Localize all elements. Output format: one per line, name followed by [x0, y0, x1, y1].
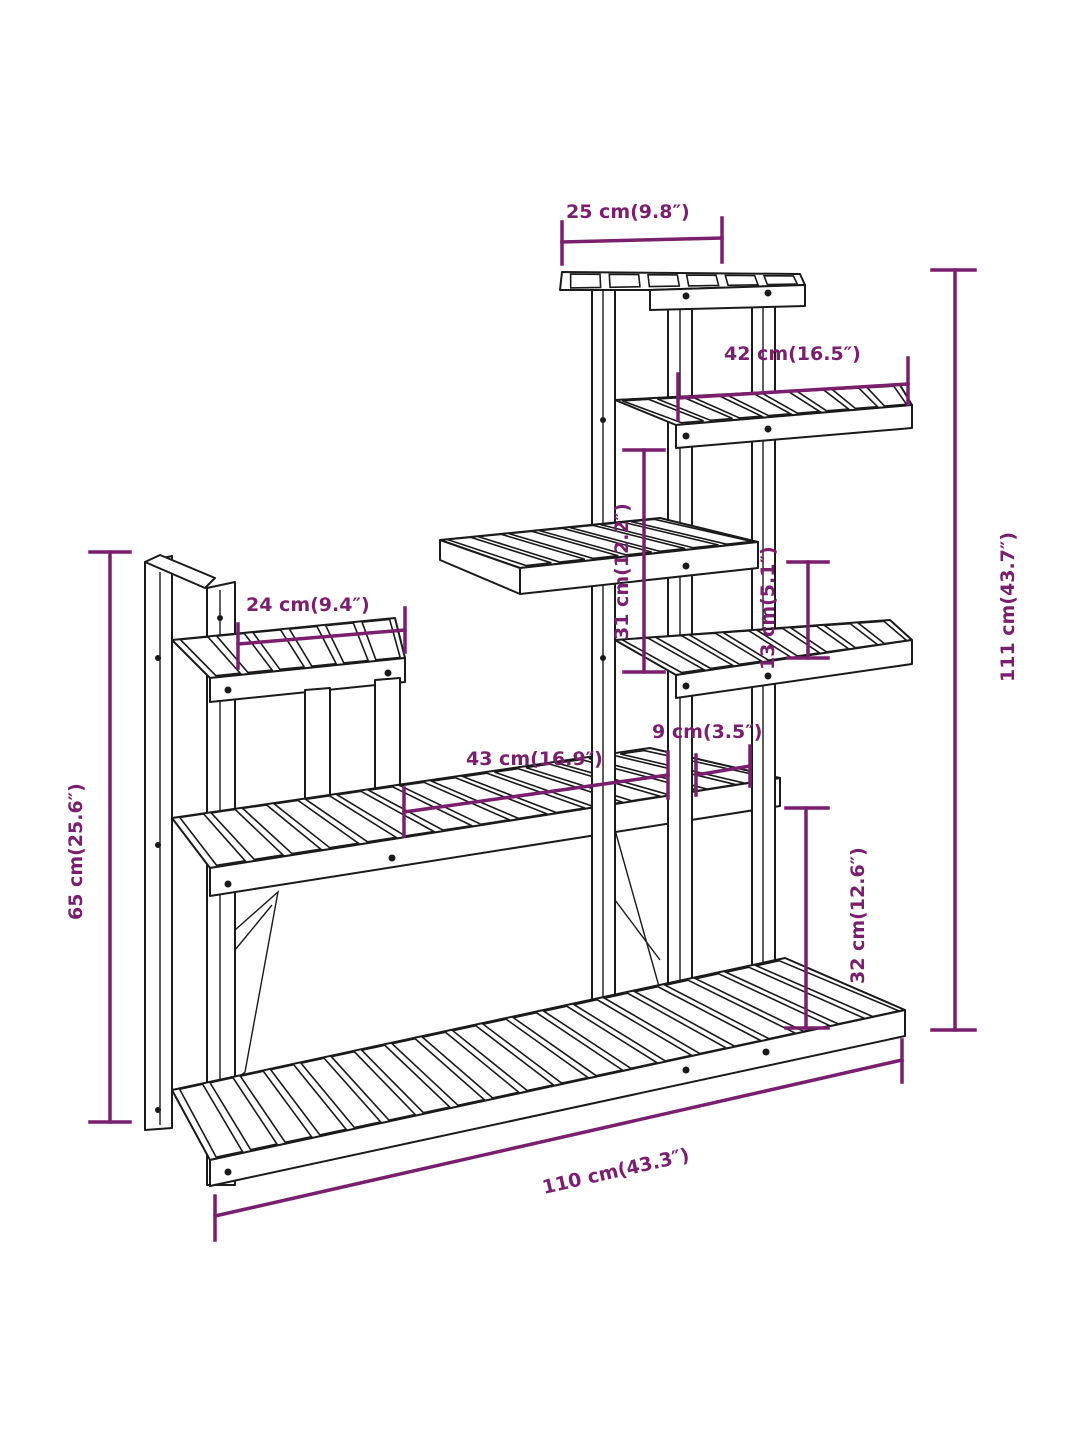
dim-upper-right-width — [676, 356, 910, 422]
shelf-slat — [324, 622, 370, 664]
label-total-height: 111 cm(43.7″) — [997, 532, 1019, 682]
shelf-slat — [653, 634, 735, 670]
dim-top-width — [560, 216, 724, 266]
dim-shelf-spacing-short — [786, 560, 830, 660]
dim-small-gap — [693, 744, 753, 797]
dim-left-height — [88, 550, 132, 1124]
label-top-width: 25 cm(9.8″) — [566, 201, 690, 223]
label-left-top-width: 24 cm(9.4″) — [246, 594, 370, 616]
label-small-gap: 9 cm(3.5″) — [652, 721, 762, 743]
dim-left-top-width — [236, 606, 407, 670]
shelf-slat — [239, 1070, 313, 1144]
shelf-slat — [178, 1083, 244, 1159]
shelf-slat — [299, 1057, 383, 1129]
shelf-slat — [208, 1076, 279, 1151]
top-shelf — [559, 271, 806, 311]
shelf-slat — [390, 1037, 486, 1107]
shelf-slat — [288, 625, 338, 667]
left-back-frame — [144, 554, 216, 1131]
left-top-shelf — [171, 617, 406, 841]
label-left-height: 65 cm(25.6″) — [65, 783, 87, 920]
shelf-slat — [478, 533, 586, 563]
shelf-slat — [209, 808, 285, 861]
shelf-slat — [447, 536, 552, 567]
shelf-slat — [420, 1031, 521, 1099]
lower-right-shelf — [614, 619, 913, 699]
dim-middle-width — [402, 750, 670, 838]
shelf-slat — [272, 799, 361, 849]
label-lower-spacing: 32 cm(12.6″) — [847, 847, 869, 984]
dim-lower-spacing — [784, 806, 830, 1030]
shelf-slat — [569, 273, 602, 289]
shelf-slat — [178, 813, 247, 867]
shelf-slat — [656, 396, 733, 422]
left-cross-brace — [234, 890, 280, 1081]
middle-shelf — [171, 747, 781, 897]
label-total-width: 110 cm(43.3″) — [540, 1144, 691, 1199]
dim-total-height — [930, 268, 977, 1032]
shelf-slat — [360, 1044, 452, 1114]
shelf-slat — [621, 398, 704, 424]
upper-right-shelf — [614, 384, 913, 449]
shelf-slat — [600, 521, 719, 549]
left-cantilever-shelf — [439, 517, 759, 595]
shelf-slat — [539, 527, 652, 556]
dim-shelf-spacing-tall — [622, 448, 666, 674]
shelf-slat — [269, 1063, 348, 1136]
shelf-slat — [608, 273, 641, 289]
label-middle-width: 43 cm(16.9″) — [466, 748, 603, 770]
label-shelf-spacing-tall: 31 cm(12.2″) — [611, 503, 633, 640]
dimension-lines — [88, 216, 977, 1242]
plant-stand-drawing — [144, 271, 913, 1187]
shelf-slat — [724, 274, 760, 287]
shelf-slat — [251, 629, 306, 671]
label-shelf-spacing-short: 13 cm(5.1″) — [757, 546, 779, 670]
shelf-slat — [569, 524, 686, 553]
shelf-slat — [508, 530, 619, 560]
shelf-slat — [178, 636, 242, 677]
shelf-slat — [762, 274, 799, 286]
shelf-slat — [334, 790, 437, 837]
shelf-slat — [303, 795, 399, 843]
shelf-slat — [647, 273, 681, 288]
dim-total-width — [212, 1038, 905, 1242]
shelf-slat — [329, 1050, 417, 1121]
bottom-shelf — [171, 957, 906, 1187]
shelf-slat — [630, 518, 753, 545]
shelf-slat — [686, 632, 764, 666]
label-upper-right-width: 42 cm(16.5″) — [724, 343, 861, 365]
shelf-slat — [240, 804, 323, 855]
shelf-slat — [685, 274, 720, 287]
